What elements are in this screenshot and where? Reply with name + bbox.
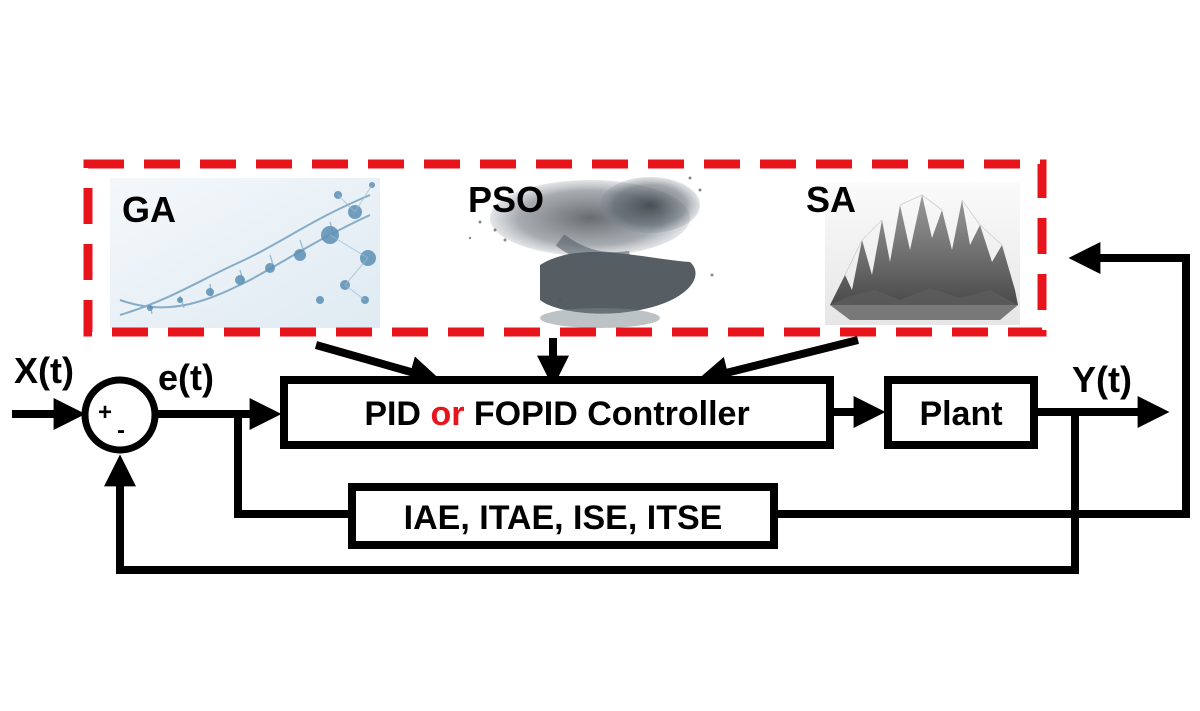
pso-swarm-image — [468, 176, 714, 328]
plant-label: Plant — [919, 395, 1002, 433]
sa-label: SA — [806, 179, 856, 220]
ga-label: GA — [122, 189, 176, 230]
optimizer-dashed-border — [83, 159, 1047, 337]
error-branch-to-criteria — [234, 414, 352, 518]
pso-label: PSO — [468, 179, 544, 220]
criteria-feedback-path — [774, 242, 1190, 518]
plus-sign: + — [98, 399, 112, 426]
ga-to-controller-arrow — [314, 341, 442, 388]
controller-label-or: or — [430, 395, 464, 433]
criteria-label: IAE, ITAE, ISE, ITSE — [404, 499, 723, 537]
sa-to-controller-arrow — [696, 336, 859, 389]
controller-label-fopid: FOPID Controller — [464, 395, 749, 433]
controller-label-pid: PID — [364, 395, 430, 433]
output-signal-label: Y(t) — [1072, 359, 1132, 400]
output-feedback-path — [104, 412, 1079, 574]
sa-landscape-image — [825, 183, 1020, 325]
signal-wires — [12, 242, 1190, 574]
error-signal-label: e(t) — [158, 357, 214, 398]
controller-label: PID or FOPID Controller — [364, 395, 749, 433]
optimizer-arrows — [314, 336, 859, 389]
optimizer-group: GA PSO SA — [83, 159, 1047, 337]
criteria-block: IAE, ITAE, ISE, ITSE — [348, 483, 778, 549]
minus-sign: - — [117, 417, 125, 444]
controller-block: PID or FOPID Controller — [280, 376, 834, 449]
input-signal-label: X(t) — [14, 350, 74, 391]
ga-dna-image — [110, 178, 380, 328]
summing-junction: + - — [81, 376, 159, 454]
plant-block: Plant — [884, 376, 1038, 449]
